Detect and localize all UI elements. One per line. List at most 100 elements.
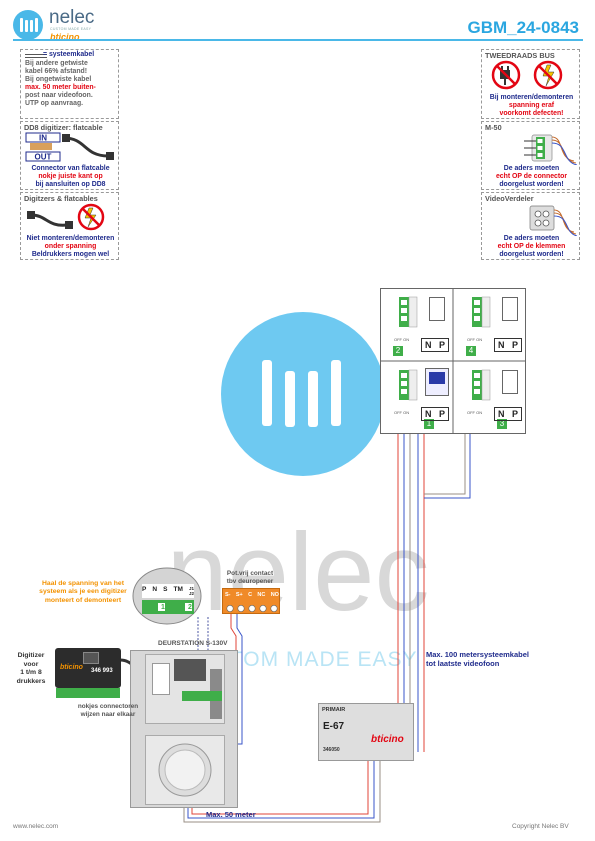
relay-terminal-c: C (248, 592, 253, 598)
notch-note-line-2: wijzen naar elkaar (80, 710, 136, 718)
p-label: P (512, 409, 519, 419)
flatcable-warning-icon (27, 203, 105, 231)
videoverdeler-line-2: echt OP de klemmen (497, 243, 566, 250)
bus-length-note-line-2: tot laatste videofoon (426, 659, 500, 668)
dd8-in-label: IN (39, 134, 47, 143)
door-station-board (174, 659, 206, 681)
door-station (130, 650, 238, 808)
videophone-connector-icon (472, 296, 491, 328)
digitizer-brand: bticino (60, 664, 83, 671)
relay-screw-icons (226, 604, 278, 613)
dd8-connector-icon: IN OUT (25, 132, 114, 162)
unit-number-2: 2 (393, 346, 403, 356)
videophone-screen-icon (429, 297, 445, 321)
door-station-top-module (145, 654, 225, 724)
digitizer-code: 346 993 (91, 668, 113, 674)
digitizer-label-line-3: 1 t/m 8 (20, 669, 42, 676)
nelec-logo: nelec CUSTOM MADE EASY bticino (13, 7, 133, 44)
footer-copyright: Copyright Nelec BV (512, 823, 569, 830)
terminal-number-2: 2 (188, 604, 192, 611)
supply-primary-label: PRIMAIR (322, 707, 346, 713)
dd8-line-3: bij aansluiten op DD8 (35, 181, 106, 188)
m50-box-title: M-50 (485, 123, 502, 132)
flatcables-line-3: Beldrukkers mogen wel (31, 251, 110, 258)
off-on-label: OFF ON (394, 337, 410, 342)
logo-brand: bticino (50, 32, 80, 42)
terminal-p: P (142, 586, 147, 593)
relay-terminal-s-plus: S+ (235, 592, 243, 598)
footer-url[interactable]: www.nelec.com (13, 823, 59, 830)
watermark-word: nelec (167, 511, 430, 634)
terminal-number-1: 1 (161, 604, 165, 611)
np-box: N P (421, 338, 449, 352)
digitizer-display (83, 652, 99, 664)
unit-number-1: 1 (424, 419, 434, 429)
nelec-logo-icon (13, 10, 43, 40)
bus-line-3: voorkomt defecten! (499, 110, 564, 117)
relay-wires (230, 614, 237, 658)
cable-line-1: Bij andere getwiste (25, 60, 88, 67)
terminal-j1: J1 (188, 586, 194, 591)
door-station-camera-panel (145, 735, 225, 805)
np-box: N P (421, 407, 449, 421)
dd8-line-2: nokje juiste kant op (38, 173, 103, 180)
flatcables-line-2: onder spanning (44, 243, 97, 250)
watermark-tagline: CUSTOM MADE EASY (183, 648, 418, 671)
door-station-terminal-strip (182, 691, 222, 701)
n-label: N (425, 409, 432, 419)
bus-line-2: spanning eraf (508, 102, 555, 109)
terminal-magnifier (132, 567, 202, 625)
flatcables-info-box: Digitzers & flatcables Niet monteren/dem… (20, 192, 119, 260)
notch-note-line-1: nokjes connectoren (77, 703, 139, 710)
watermark-logo-circle (221, 312, 385, 476)
p-label: P (439, 409, 446, 419)
bus-box-title: TWEEDRAADS BUS (485, 51, 555, 60)
n-label: N (498, 340, 505, 350)
supply-model: E-67 (323, 721, 345, 732)
off-on-label: OFF ON (394, 410, 410, 415)
digitizer-label-line-2: voor (23, 660, 39, 668)
digitizer-label-line-4: drukkers (16, 677, 46, 685)
videoverdeler-line-1: De aders moeten (503, 235, 560, 242)
door-station-label: DEURSTATION S-130V (158, 640, 228, 647)
videophone-2: OFF ON 2 N P (381, 289, 453, 361)
cable-line-2: kabel 66% afstand! (25, 68, 88, 75)
videophone-connector-icon (399, 369, 418, 401)
bus-length-note-line-1: Max. 100 metersysteemkabel (426, 650, 529, 659)
m50-line-3: doorgelust worden! (499, 181, 564, 188)
cable-line-4: max. 50 meter buiten- (25, 84, 96, 91)
cable-info-box: = systeemkabel Bij andere getwiste kabel… (20, 49, 119, 119)
relay-title-line-1: Pot.vrij contact (226, 570, 274, 577)
terminal-s: S (163, 586, 168, 593)
cable-line-3: Bij ongetwiste kabel (25, 76, 92, 83)
cable-icon (25, 54, 47, 58)
document-code: GBM_24-0843 (467, 18, 579, 37)
digitizer-label-line-1: Digitizer (17, 652, 45, 659)
power-note-line-1: Haal de spanning van het (42, 580, 124, 587)
n-label: N (425, 340, 432, 350)
videoverdeler-box-title: VideoVerdeler (485, 194, 534, 203)
terminal-tm: TM (173, 586, 183, 593)
videoverdeler-info-box: VideoVerdeler De aders moeten echt OP de… (481, 192, 580, 260)
bus-info-box: TWEEDRAADS BUS Bij monteren/demonteren s… (481, 49, 580, 119)
relay-module: S- S+ C NC NO (222, 588, 280, 614)
off-on-label: OFF ON (467, 410, 483, 415)
power-note: Haal de spanning van het systeem als je … (22, 580, 144, 605)
terminal-n: N (152, 586, 158, 593)
header-divider (13, 39, 583, 41)
relay-terminal-s-minus: S- (225, 592, 231, 598)
terminal-labels: P N S TM J1 J2 (142, 586, 194, 598)
notch-note: nokjes connectoren wijzen naar elkaar (58, 703, 158, 718)
videophone-4: OFF ON 4 N P (454, 289, 526, 361)
m50-line-1: De aders moeten (503, 165, 560, 172)
videoverdeler-terminal-icon (529, 205, 578, 236)
np-box: N P (494, 338, 522, 352)
video-monitor-icon (425, 368, 449, 396)
logo-name: nelec (49, 7, 95, 28)
relay-terminal-no: NO (270, 592, 279, 598)
cable-box-title: = systeemkabel (43, 51, 95, 58)
dd8-out-label: OUT (35, 153, 52, 162)
cable-line-5: post naar videofoon. (25, 92, 93, 99)
bus-line-1: Bij monteren/demonteren (489, 94, 574, 101)
